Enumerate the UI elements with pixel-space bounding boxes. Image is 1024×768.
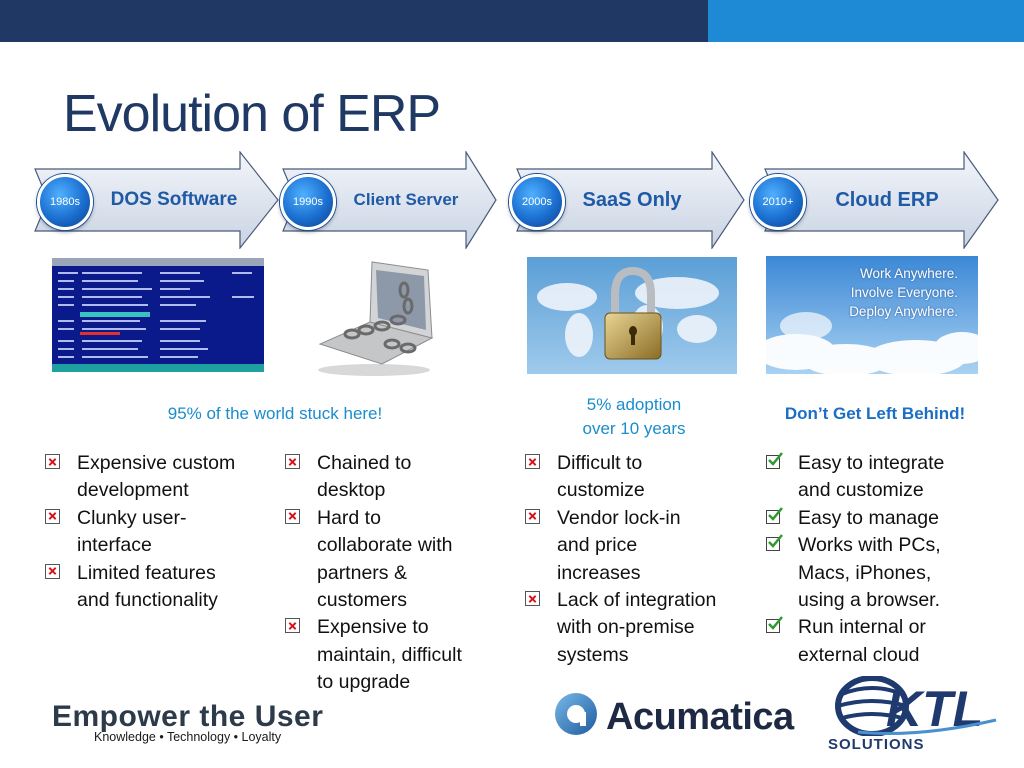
ktl-solutions-text: SOLUTIONS [828, 736, 925, 753]
top-banner-accent [708, 0, 1024, 42]
cloud-text-line: Involve Everyone. [850, 285, 958, 300]
x-box-icon [285, 618, 300, 634]
cloud-sky-image: Work Anywhere. Involve Everyone. Deploy … [756, 256, 990, 376]
check-box-icon [766, 452, 783, 469]
year-badge: 1980s [37, 174, 93, 230]
padlock-map-image [527, 257, 737, 374]
caption-line: 5% adoption [586, 395, 682, 414]
x-box-icon [525, 454, 540, 469]
year-badge: 1990s [280, 174, 336, 230]
padlock-icon [527, 257, 737, 374]
stage-label: DOS Software [110, 189, 238, 210]
slide-title: Evolution of ERP [63, 85, 441, 143]
acumatica-logo-text: Acumatica [606, 696, 794, 738]
stage-arrow-1990s: Client Server [282, 151, 498, 249]
svg-text:KTL: KTL [886, 681, 983, 736]
stage-label: SaaS Only [582, 189, 682, 211]
stage-label: Client Server [353, 190, 459, 209]
x-box-icon [45, 508, 60, 524]
list-item: Clunky user-interface [45, 505, 275, 560]
x-box-icon [45, 454, 60, 469]
year-badge: 2010+ [750, 174, 806, 230]
x-box-icon [525, 591, 540, 607]
stage-label: Cloud ERP [835, 189, 939, 211]
chained-laptop-image [312, 260, 436, 378]
x-box-icon [285, 454, 300, 469]
check-box-icon [766, 616, 783, 634]
stage-arrow-1980s: DOS Software [34, 151, 280, 249]
cloud-text-line: Work Anywhere. [859, 266, 958, 281]
top-banner-navy [0, 0, 708, 42]
dos-screen-icon [52, 258, 264, 372]
dos-screen-image [52, 258, 264, 372]
caption-line: over 10 years [582, 419, 686, 438]
list-item: Works with PCs,Macs, iPhones,using a bro… [766, 532, 996, 614]
caption-1980s: 95% of the world stuck here! [167, 404, 383, 423]
chained-laptop-icon [318, 261, 434, 376]
stage-arrow-2010: Cloud ERP [764, 151, 1000, 249]
caption-2000s: 5% adoption over 10 years [544, 393, 724, 441]
x-box-icon [45, 563, 60, 579]
x-box-icon [285, 508, 300, 524]
acumatica-logo-icon [555, 693, 597, 735]
check-box-icon [766, 507, 783, 524]
empower-logo-tagline: Knowledge • Technology • Loyalty [94, 730, 282, 744]
year-badge: 2000s [509, 174, 565, 230]
cloud-icon [756, 256, 990, 376]
empower-logo-text: Empower the User [52, 700, 324, 733]
empower-the-user-logo: Empower the User Knowledge • Technology … [52, 700, 323, 744]
ktl-logo-icon: KTL [835, 675, 997, 737]
check-box-icon [766, 534, 783, 552]
cloud-text-line: Deploy Anywhere. [849, 304, 958, 319]
ktl-solutions-logo: KTL SOLUTIONS [828, 675, 1000, 753]
x-box-icon [525, 508, 540, 524]
list-item: Easy to manage [766, 505, 996, 532]
caption-2010: Don’t Get Left Behind! [784, 404, 966, 423]
